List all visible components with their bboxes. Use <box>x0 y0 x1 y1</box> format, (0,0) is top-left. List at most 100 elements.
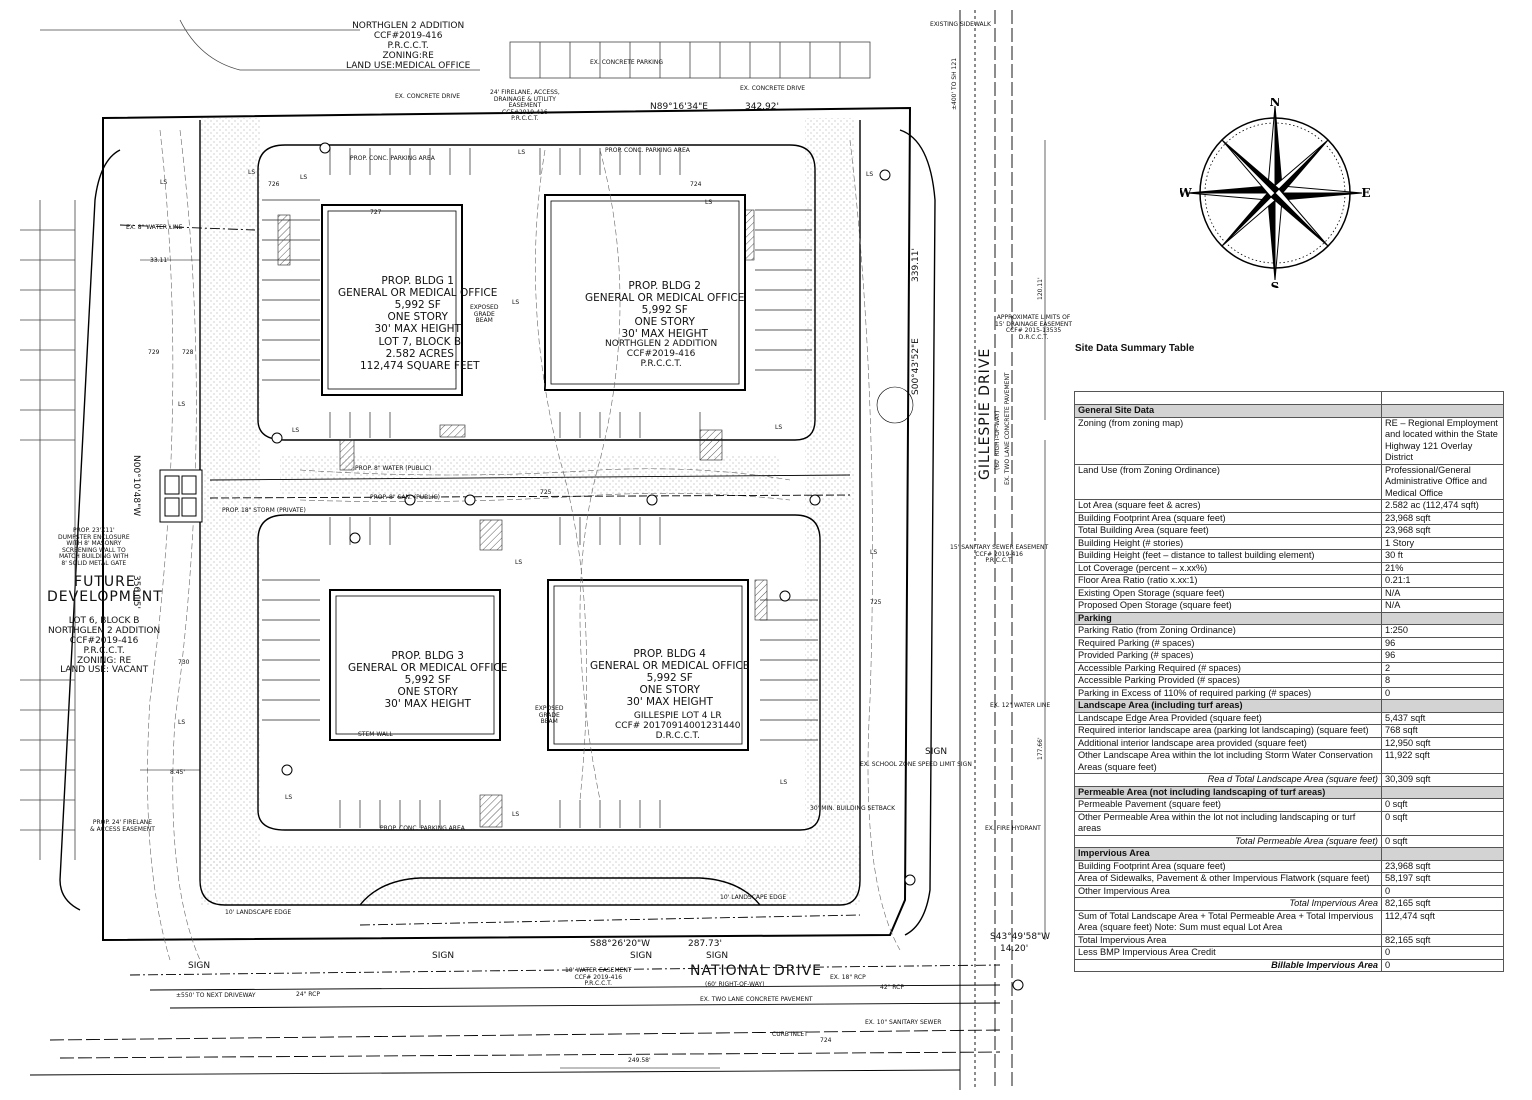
table-cell-label: Lot Coverage (percent – x.xx%) <box>1074 561 1382 575</box>
table-cell-value <box>1381 391 1504 405</box>
label-line: PROP. BLDG 4 <box>633 648 706 660</box>
table-cell-value <box>1381 785 1504 799</box>
contour-label: 728 <box>182 349 194 356</box>
label-line: P.R.C.C.T. <box>511 115 539 123</box>
table-row: Provided Parking (# spaces)96 <box>1074 649 1504 663</box>
storm-pipe-label: PROP. 18" STORM (PRIVATE) <box>222 507 306 514</box>
landscape-edge-label: 10' LANDSCAPE EDGE <box>720 894 787 901</box>
table-row: Permeable Pavement (square feet)0 sqft <box>1074 798 1504 812</box>
contour-label: 725 <box>540 489 552 496</box>
contour-label: 729 <box>148 349 160 356</box>
label-line: CCF#2019-416 <box>373 30 443 41</box>
table-row: Required interior landscape area (parkin… <box>1074 724 1504 738</box>
table-cell-value: 82,165 sqft <box>1381 897 1504 911</box>
contour-label: 725 <box>870 599 882 606</box>
table-section-header: General Site Data <box>1074 404 1504 418</box>
curb-inlet-label: CURB INLET <box>772 1031 808 1038</box>
lot-6-label: LOT 6, BLOCK B NORTHGLEN 2 ADDITION CCF#… <box>48 616 160 676</box>
table-row: Landscape Edge Area Provided (square fee… <box>1074 711 1504 725</box>
south-distance: 287.73' <box>688 939 722 949</box>
compass-star <box>1187 105 1363 281</box>
ex-42-rcp-label: 42" RCP <box>880 984 904 991</box>
table-cell-label: General Site Data <box>1074 404 1382 418</box>
label-line: GRADE <box>473 310 495 318</box>
landscape-edge-label-2: 10' LANDSCAPE EDGE <box>225 909 292 916</box>
label-line: D.R.C.C.T. <box>1018 333 1049 341</box>
table-row: Building Footprint Area (square feet)23,… <box>1074 511 1504 525</box>
table-row: Additional interior landscape area provi… <box>1074 736 1504 750</box>
table-cell-value: 0 sqft <box>1381 810 1504 836</box>
table-cell-value <box>1381 847 1504 861</box>
ls-marker: LS <box>515 559 523 566</box>
northglen-lot-label: NORTHGLEN 2 ADDITION CCF#2019-416 P.R.C.… <box>605 339 717 370</box>
site-plan-drawing <box>20 10 1046 1090</box>
west-existing-parking <box>20 200 76 860</box>
label-line: ONE STORY <box>397 686 458 699</box>
site-table-title: Site Data Summary Table <box>1075 343 1195 354</box>
ls-marker: LS <box>178 401 186 408</box>
table-cell-label: Total Permeable Area (square feet) <box>1074 834 1382 848</box>
table-cell-value: 11,922 sqft <box>1381 749 1504 774</box>
firelane-north-label: 24' FIRELANE, ACCESS, DRAINAGE & UTILITY… <box>490 89 560 123</box>
table-cell-label: Required Parking (# spaces) <box>1074 636 1382 650</box>
prop-parking-area-label-2: PROP. CONC. PARKING AREA <box>350 155 435 162</box>
table-cell-label: Provided Parking (# spaces) <box>1074 649 1382 663</box>
label-line: 30' MAX HEIGHT <box>384 698 471 711</box>
table-cell-label: Area of Sidewalks, Pavement & other Impe… <box>1074 872 1382 886</box>
table-row: Area of Sidewalks, Pavement & other Impe… <box>1074 872 1504 886</box>
table-cell-label: Permeable Pavement (square feet) <box>1074 798 1382 812</box>
ls-marker: LS <box>866 171 874 178</box>
east-bearing: S00°43'52"E <box>911 338 922 395</box>
label-line: BEAM <box>475 317 493 325</box>
table-cell-value <box>1381 699 1504 713</box>
label-line: CCF#2019-416 <box>502 108 548 116</box>
table-row: Accessible Parking Required (# spaces)2 <box>1074 661 1504 675</box>
ls-marker: LS <box>775 424 783 431</box>
table-row: Land Use (from Zoning Ordinance)Professi… <box>1074 463 1504 500</box>
national-pavement-label: EX. TWO LANE CONCRETE PAVEMENT <box>700 996 813 1003</box>
table-cell-value: 21% <box>1381 561 1504 575</box>
label-line: & ACCESS EASEMENT <box>90 825 155 833</box>
table-row: Existing Open Storage (square feet)N/A <box>1074 586 1504 600</box>
ls-marker: LS <box>300 174 308 181</box>
future-development-label: FUTURE DEVELOPMENT <box>47 574 163 606</box>
table-cell-label: Parking <box>1074 611 1382 625</box>
gillespie-drive-label: GILLESPIE DRIVE <box>977 348 993 480</box>
label-line: PROP. BLDG 1 <box>381 275 454 287</box>
table-row <box>1074 391 1504 405</box>
compass-east: E <box>1361 186 1370 200</box>
label-line: P.R.C.C.T. <box>640 358 682 369</box>
building-3 <box>329 589 501 741</box>
table-row: Parking in Excess of 110% of required pa… <box>1074 686 1504 700</box>
table-cell-value: 0.21:1 <box>1381 574 1504 588</box>
ex-water-line-label: EX. 8" WATER LINE <box>126 224 183 231</box>
label-line: P.R.C.C.T. <box>985 557 1013 565</box>
label-line: GENERAL OR MEDICAL OFFICE <box>348 662 508 675</box>
label-line: EXPOSED <box>470 304 499 311</box>
table-cell-label: Proposed Open Storage (square feet) <box>1074 599 1382 613</box>
table-cell-label: Parking Ratio (from Zoning Ordinance) <box>1074 624 1382 638</box>
label-line: 5,992 SF <box>394 299 441 312</box>
ex-concrete-drive-label: EX. CONCRETE DRIVE <box>740 85 806 92</box>
ls-marker: LS <box>512 811 520 818</box>
national-row-label: (60' RIGHT-OF-WAY) <box>705 981 765 988</box>
label-line: CCF#2019-416 <box>69 635 139 646</box>
east-dim-1: 120.11' <box>1037 277 1045 300</box>
label-line: 24' FIRELANE, ACCESS, <box>490 89 560 96</box>
sign-label-east: SIGN <box>925 747 948 757</box>
label-line: ZONING:RE <box>382 50 434 61</box>
table-cell-label: Building Height (feet – distance to tall… <box>1074 549 1382 563</box>
property-boundary <box>102 106 912 942</box>
table-row: Sum of Total Landscape Area + Total Perm… <box>1074 909 1504 935</box>
table-cell-label: Parking in Excess of 110% of required pa… <box>1074 686 1382 700</box>
table-cell-value: 8 <box>1381 674 1504 688</box>
compass-rose-icon: N S E W <box>1180 98 1370 288</box>
table-cell-value: RE – Regional Employment and located wit… <box>1381 416 1504 465</box>
label-line: PROP. 24' FIRELANE <box>92 819 153 826</box>
table-cell-label: Billable Impervious Area <box>1074 958 1382 972</box>
table-cell-label: Total Impervious Area <box>1074 897 1382 911</box>
label-line: D.R.C.C.T. <box>655 730 700 741</box>
